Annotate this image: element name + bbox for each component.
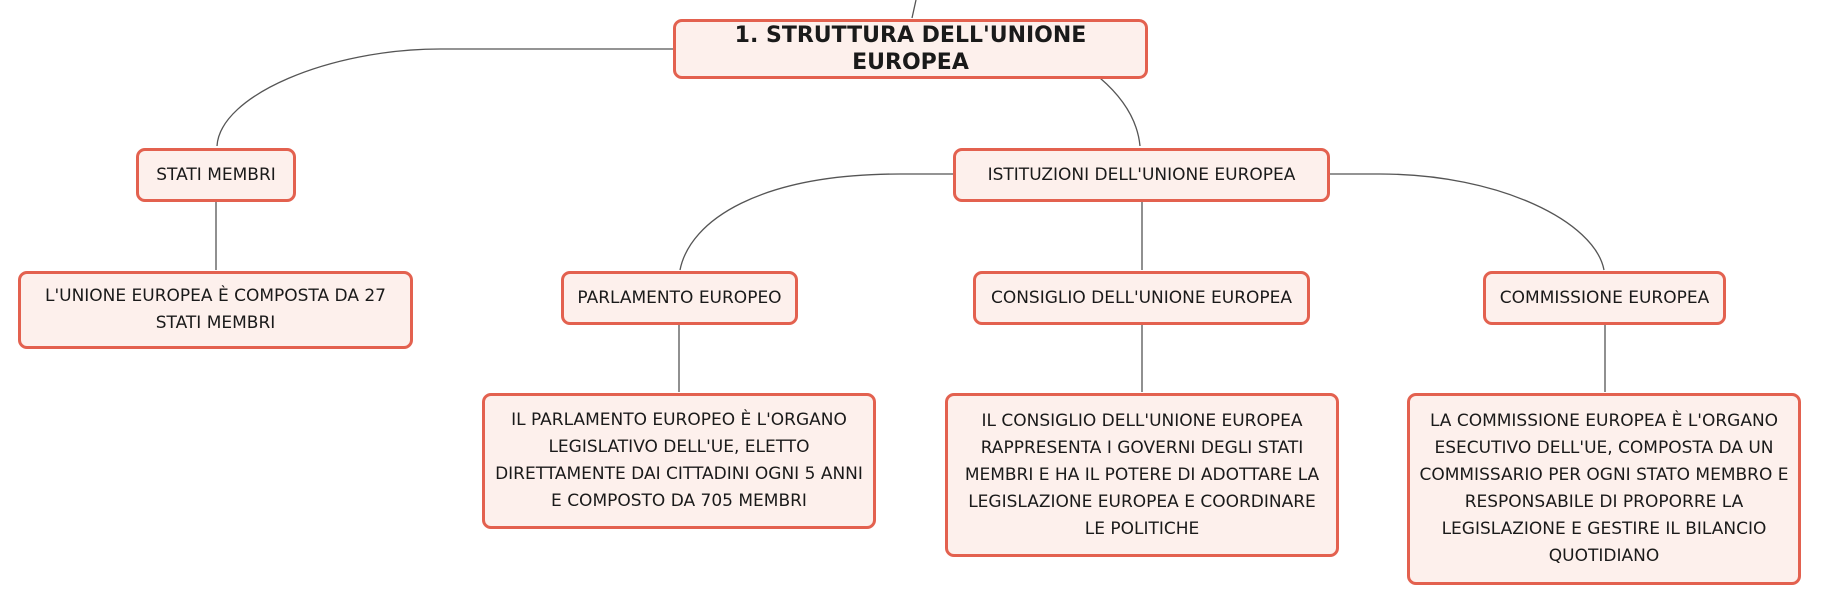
topic-istituzioni-label: ISTITUZIONI DELL'UNIONE EUROPEA (987, 164, 1296, 185)
root-topic[interactable]: 1. STRUTTURA DELL'UNIONE EUROPEA (673, 19, 1148, 79)
connector-line (679, 173, 953, 271)
connector-line (1099, 77, 1141, 147)
detail-stati-membri[interactable]: L'UNIONE EUROPEA È COMPOSTA DA 27 STATI … (18, 271, 413, 349)
root-topic-label: 1. STRUTTURA DELL'UNIONE EUROPEA (734, 23, 1087, 75)
detail-parlamento-europeo[interactable]: IL PARLAMENTO EUROPEO È L'ORGANO LEGISLA… (482, 393, 876, 529)
topic-stati-membri[interactable]: STATI MEMBRI (136, 148, 296, 202)
connector-line (911, 0, 917, 19)
topic-consiglio-ue[interactable]: CONSIGLIO DELL'UNIONE EUROPEA (973, 271, 1310, 325)
connector-line (216, 48, 673, 147)
detail-consiglio-ue-text: IL CONSIGLIO DELL'UNIONE EUROPEA RAPPRES… (964, 410, 1320, 539)
topic-parlamento-europeo-label: PARLAMENTO EUROPEO (577, 287, 782, 308)
topic-commissione-europea[interactable]: COMMISSIONE EUROPEA (1483, 271, 1726, 325)
topic-commissione-europea-label: COMMISSIONE EUROPEA (1499, 287, 1710, 308)
detail-parlamento-europeo-text: IL PARLAMENTO EUROPEO È L'ORGANO LEGISLA… (495, 410, 863, 511)
topic-istituzioni[interactable]: ISTITUZIONI DELL'UNIONE EUROPEA (953, 148, 1330, 202)
topic-consiglio-ue-label: CONSIGLIO DELL'UNIONE EUROPEA (990, 287, 1293, 308)
topic-stati-membri-label: STATI MEMBRI (156, 164, 276, 185)
topic-parlamento-europeo[interactable]: PARLAMENTO EUROPEO (561, 271, 798, 325)
detail-stati-membri-text: L'UNIONE EUROPEA È COMPOSTA DA 27 STATI … (44, 286, 386, 333)
connector-line (1330, 173, 1605, 271)
detail-consiglio-ue[interactable]: IL CONSIGLIO DELL'UNIONE EUROPEA RAPPRES… (945, 393, 1339, 557)
detail-commissione-europea-text: LA COMMISSIONE EUROPEA È L'ORGANO ESECUT… (1419, 411, 1789, 566)
detail-commissione-europea[interactable]: LA COMMISSIONE EUROPEA È L'ORGANO ESECUT… (1407, 393, 1801, 585)
